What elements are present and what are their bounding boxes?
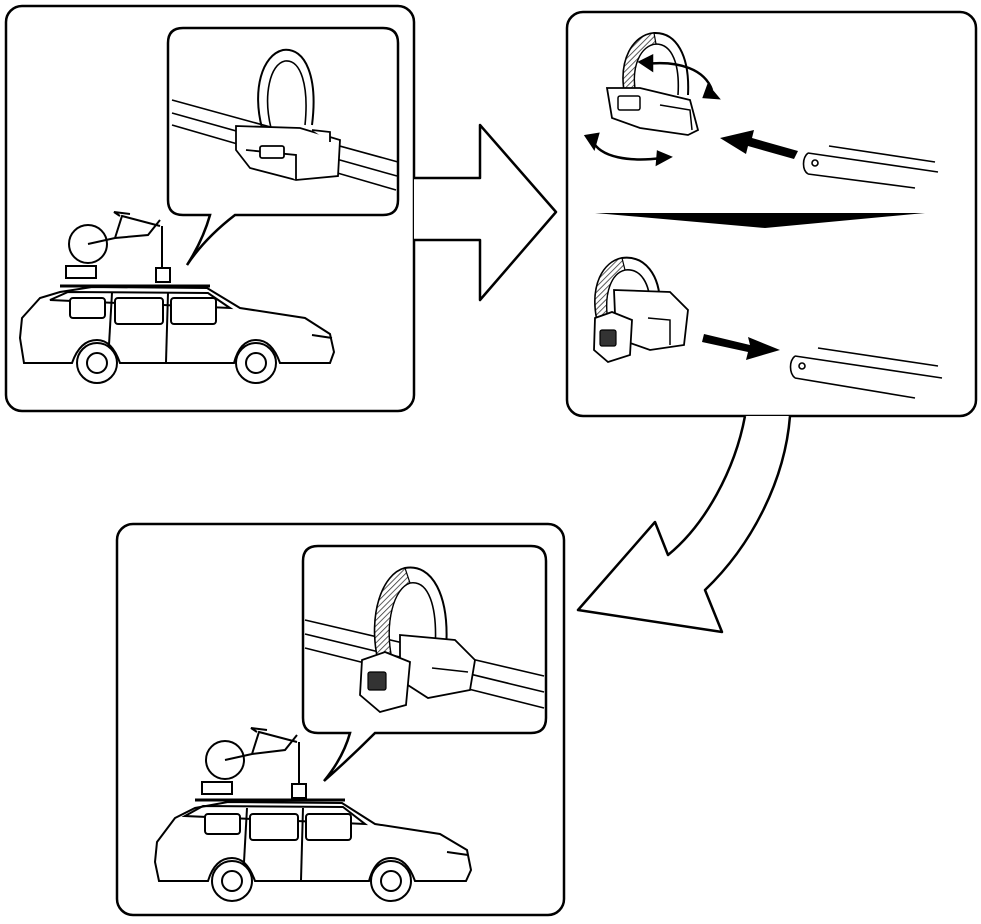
zoom-callout-after — [301, 544, 548, 782]
step-divider — [595, 213, 925, 228]
push-arrow-icon — [702, 334, 780, 360]
car-icon — [153, 798, 473, 902]
panel-after — [115, 522, 566, 917]
rotate-arrow-icon — [583, 53, 721, 167]
bicycle-icon — [65, 211, 171, 283]
bicycle-icon — [201, 727, 307, 799]
strap-clamp-fitted — [359, 566, 476, 713]
bar-end — [802, 145, 939, 189]
strap-clamp — [605, 31, 700, 136]
bar-end — [789, 347, 943, 399]
curved-arrow-icon — [576, 415, 792, 634]
strap-clamp-loose — [235, 48, 341, 181]
push-arrow-icon — [720, 130, 798, 159]
strap-clamp — [593, 256, 689, 364]
right-arrow-icon — [414, 123, 558, 302]
panel-procedure — [565, 10, 978, 418]
panel-before — [4, 4, 416, 413]
zoom-callout-before — [166, 26, 400, 266]
car-icon — [18, 284, 336, 384]
